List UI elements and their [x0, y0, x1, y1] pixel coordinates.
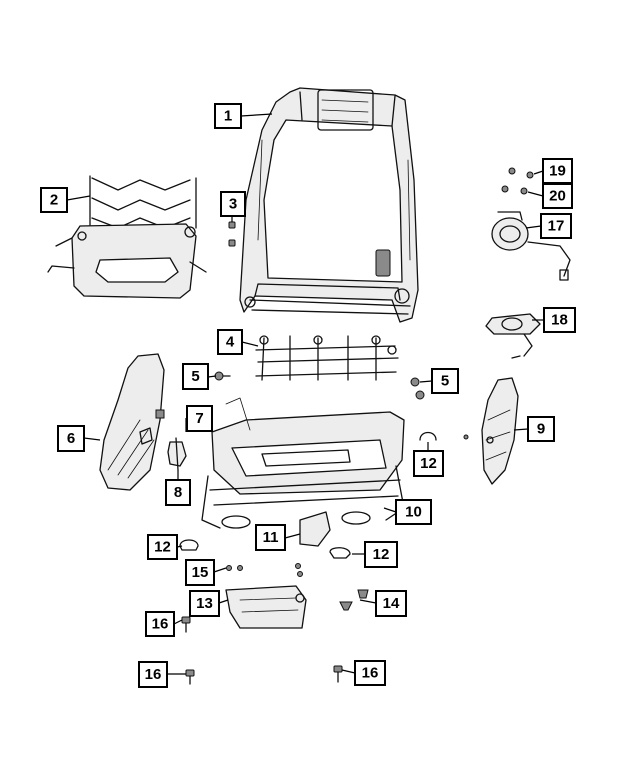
svg-text:5: 5 [441, 373, 449, 390]
part-clip-12-right-lower [329, 547, 351, 559]
part-bracket-11 [299, 511, 331, 547]
part-clip-12-right-upper [419, 431, 437, 441]
svg-text:15: 15 [192, 564, 209, 581]
callout-18: 18 [543, 307, 576, 333]
callout-5-left: 5 [182, 363, 209, 390]
svg-text:11: 11 [263, 529, 279, 546]
svg-text:1: 1 [224, 108, 232, 125]
callout-19: 19 [542, 158, 573, 184]
callout-12-upper-right: 12 [413, 450, 444, 477]
svg-text:14: 14 [383, 595, 400, 612]
callout-11: 11 [255, 524, 286, 551]
part-lumbar-mat [47, 175, 207, 299]
callout-16-lower-right: 16 [354, 660, 386, 686]
part-screw-5-left [214, 371, 231, 381]
svg-text:4: 4 [226, 334, 235, 351]
callout-16-upper: 16 [145, 611, 175, 637]
part-lower-bracket [225, 585, 307, 629]
callout-14: 14 [375, 590, 407, 617]
part-motor-mount [485, 313, 541, 359]
part-clip-12-left [179, 539, 199, 551]
svg-text:12: 12 [373, 546, 390, 563]
part-screw-5-right [410, 377, 425, 400]
svg-text:17: 17 [548, 218, 565, 235]
part-nuts-19-20 [501, 167, 534, 195]
part-side-shield-left [99, 353, 165, 491]
svg-text:7: 7 [195, 410, 203, 427]
part-nuts-15 [226, 563, 303, 577]
part-fastener-dot [463, 434, 469, 440]
callout-1: 1 [214, 103, 242, 129]
part-push-pin-14 [339, 589, 369, 611]
svg-text:16: 16 [152, 616, 169, 633]
svg-text:2: 2 [50, 192, 58, 209]
part-bracket-8 [167, 437, 187, 471]
callout-10: 10 [395, 499, 432, 525]
svg-text:12: 12 [420, 455, 437, 472]
svg-text:10: 10 [405, 504, 422, 521]
svg-text:3: 3 [229, 196, 237, 213]
callout-12-lower-right: 12 [364, 541, 398, 568]
part-clips-3 [228, 221, 236, 247]
callout-17: 17 [540, 213, 572, 239]
callout-2: 2 [40, 187, 68, 213]
callout-16-lower-left: 16 [138, 661, 168, 688]
part-bolt-16-a [181, 616, 191, 633]
part-seat-track [201, 397, 405, 529]
callout-4: 4 [217, 329, 243, 355]
svg-text:12: 12 [154, 539, 171, 556]
part-seat-back-frame [239, 87, 419, 323]
callout-7: 7 [186, 405, 213, 432]
svg-text:8: 8 [174, 484, 182, 501]
callout-8: 8 [165, 479, 191, 506]
callout-12-left: 12 [147, 534, 178, 560]
svg-text:16: 16 [362, 665, 379, 682]
part-bolt-16-b [185, 669, 195, 685]
callout-6: 6 [57, 425, 85, 452]
svg-text:18: 18 [551, 312, 568, 329]
svg-text:13: 13 [196, 595, 213, 612]
part-recliner-motor [491, 211, 571, 281]
part-bolt-16-c [333, 665, 343, 683]
svg-text:5: 5 [191, 368, 199, 385]
svg-text:19: 19 [549, 163, 566, 180]
callout-3: 3 [220, 191, 246, 217]
callout-5-right: 5 [431, 368, 459, 394]
callout-15: 15 [185, 559, 215, 586]
svg-text:9: 9 [537, 421, 545, 438]
part-side-shield-right [481, 377, 519, 485]
svg-text:16: 16 [145, 666, 162, 683]
callout-13: 13 [189, 590, 220, 617]
callout-9: 9 [527, 416, 555, 442]
svg-text:20: 20 [549, 188, 566, 205]
callout-20: 20 [542, 183, 573, 209]
svg-text:6: 6 [67, 430, 75, 447]
part-cushion-suspension [255, 335, 399, 381]
